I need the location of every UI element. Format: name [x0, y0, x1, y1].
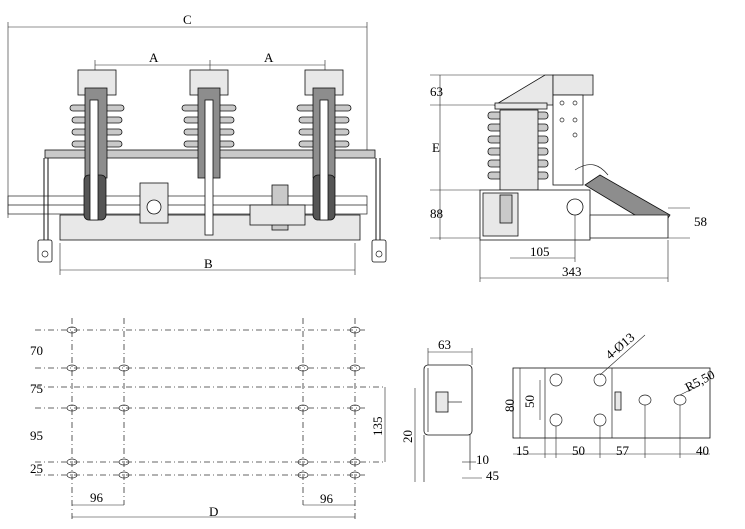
bracket-plate: [512, 367, 711, 439]
dim-a-right-label: A: [264, 50, 274, 65]
bracket-side-view: 63 20 10 45: [400, 337, 499, 483]
side-view: 63 E 88 58 105: [430, 74, 707, 282]
bracket-dim-80: 80: [502, 399, 517, 412]
bracket-dim-57: 57: [616, 443, 630, 458]
side-dim-e: E: [432, 140, 440, 155]
side-dim-63: 63: [430, 84, 443, 99]
bracket-top-view: 4-Ø13 R5,50 80 50 15 50 57 40: [502, 329, 717, 458]
bracket-dim-50-v: 50: [522, 395, 537, 408]
plan-dim-25: 25: [30, 461, 43, 476]
insulator-pole-1: [69, 69, 125, 221]
plan-dim-75: 75: [30, 381, 43, 396]
plan-dim-96-right: 96: [320, 491, 334, 506]
bracket-dim-45: 45: [486, 468, 499, 483]
bracket-dim-40: 40: [696, 443, 709, 458]
side-dim-105: 105: [530, 244, 550, 259]
bracket-dim-10: 10: [476, 452, 489, 467]
front-view: C A A: [7, 12, 387, 275]
dim-c-label: C: [183, 12, 192, 27]
dim-a-left-label: A: [149, 50, 159, 65]
side-plate: [552, 94, 584, 186]
plan-dim-70: 70: [30, 343, 43, 358]
plan-dim-95: 95: [30, 428, 43, 443]
hole-plan: 70 75 95 25 135 96 96 D: [30, 318, 386, 520]
side-dim-88: 88: [430, 206, 443, 221]
bracket-dim-63: 63: [438, 337, 451, 352]
plan-dim-d: D: [209, 504, 218, 519]
plan-dim-96-left: 96: [90, 490, 104, 505]
side-dim-58: 58: [694, 214, 707, 229]
dim-b-label: B: [204, 256, 213, 271]
plan-dim-135: 135: [370, 417, 385, 437]
side-dim-343: 343: [562, 264, 582, 279]
mounting-holes: [66, 326, 361, 479]
bracket-dim-15: 15: [516, 443, 529, 458]
insulator-pole-3: [296, 69, 352, 221]
insulator-pole-2: [181, 69, 237, 236]
bracket-dim-50-h: 50: [572, 443, 585, 458]
bracket-dim-20: 20: [400, 430, 415, 443]
